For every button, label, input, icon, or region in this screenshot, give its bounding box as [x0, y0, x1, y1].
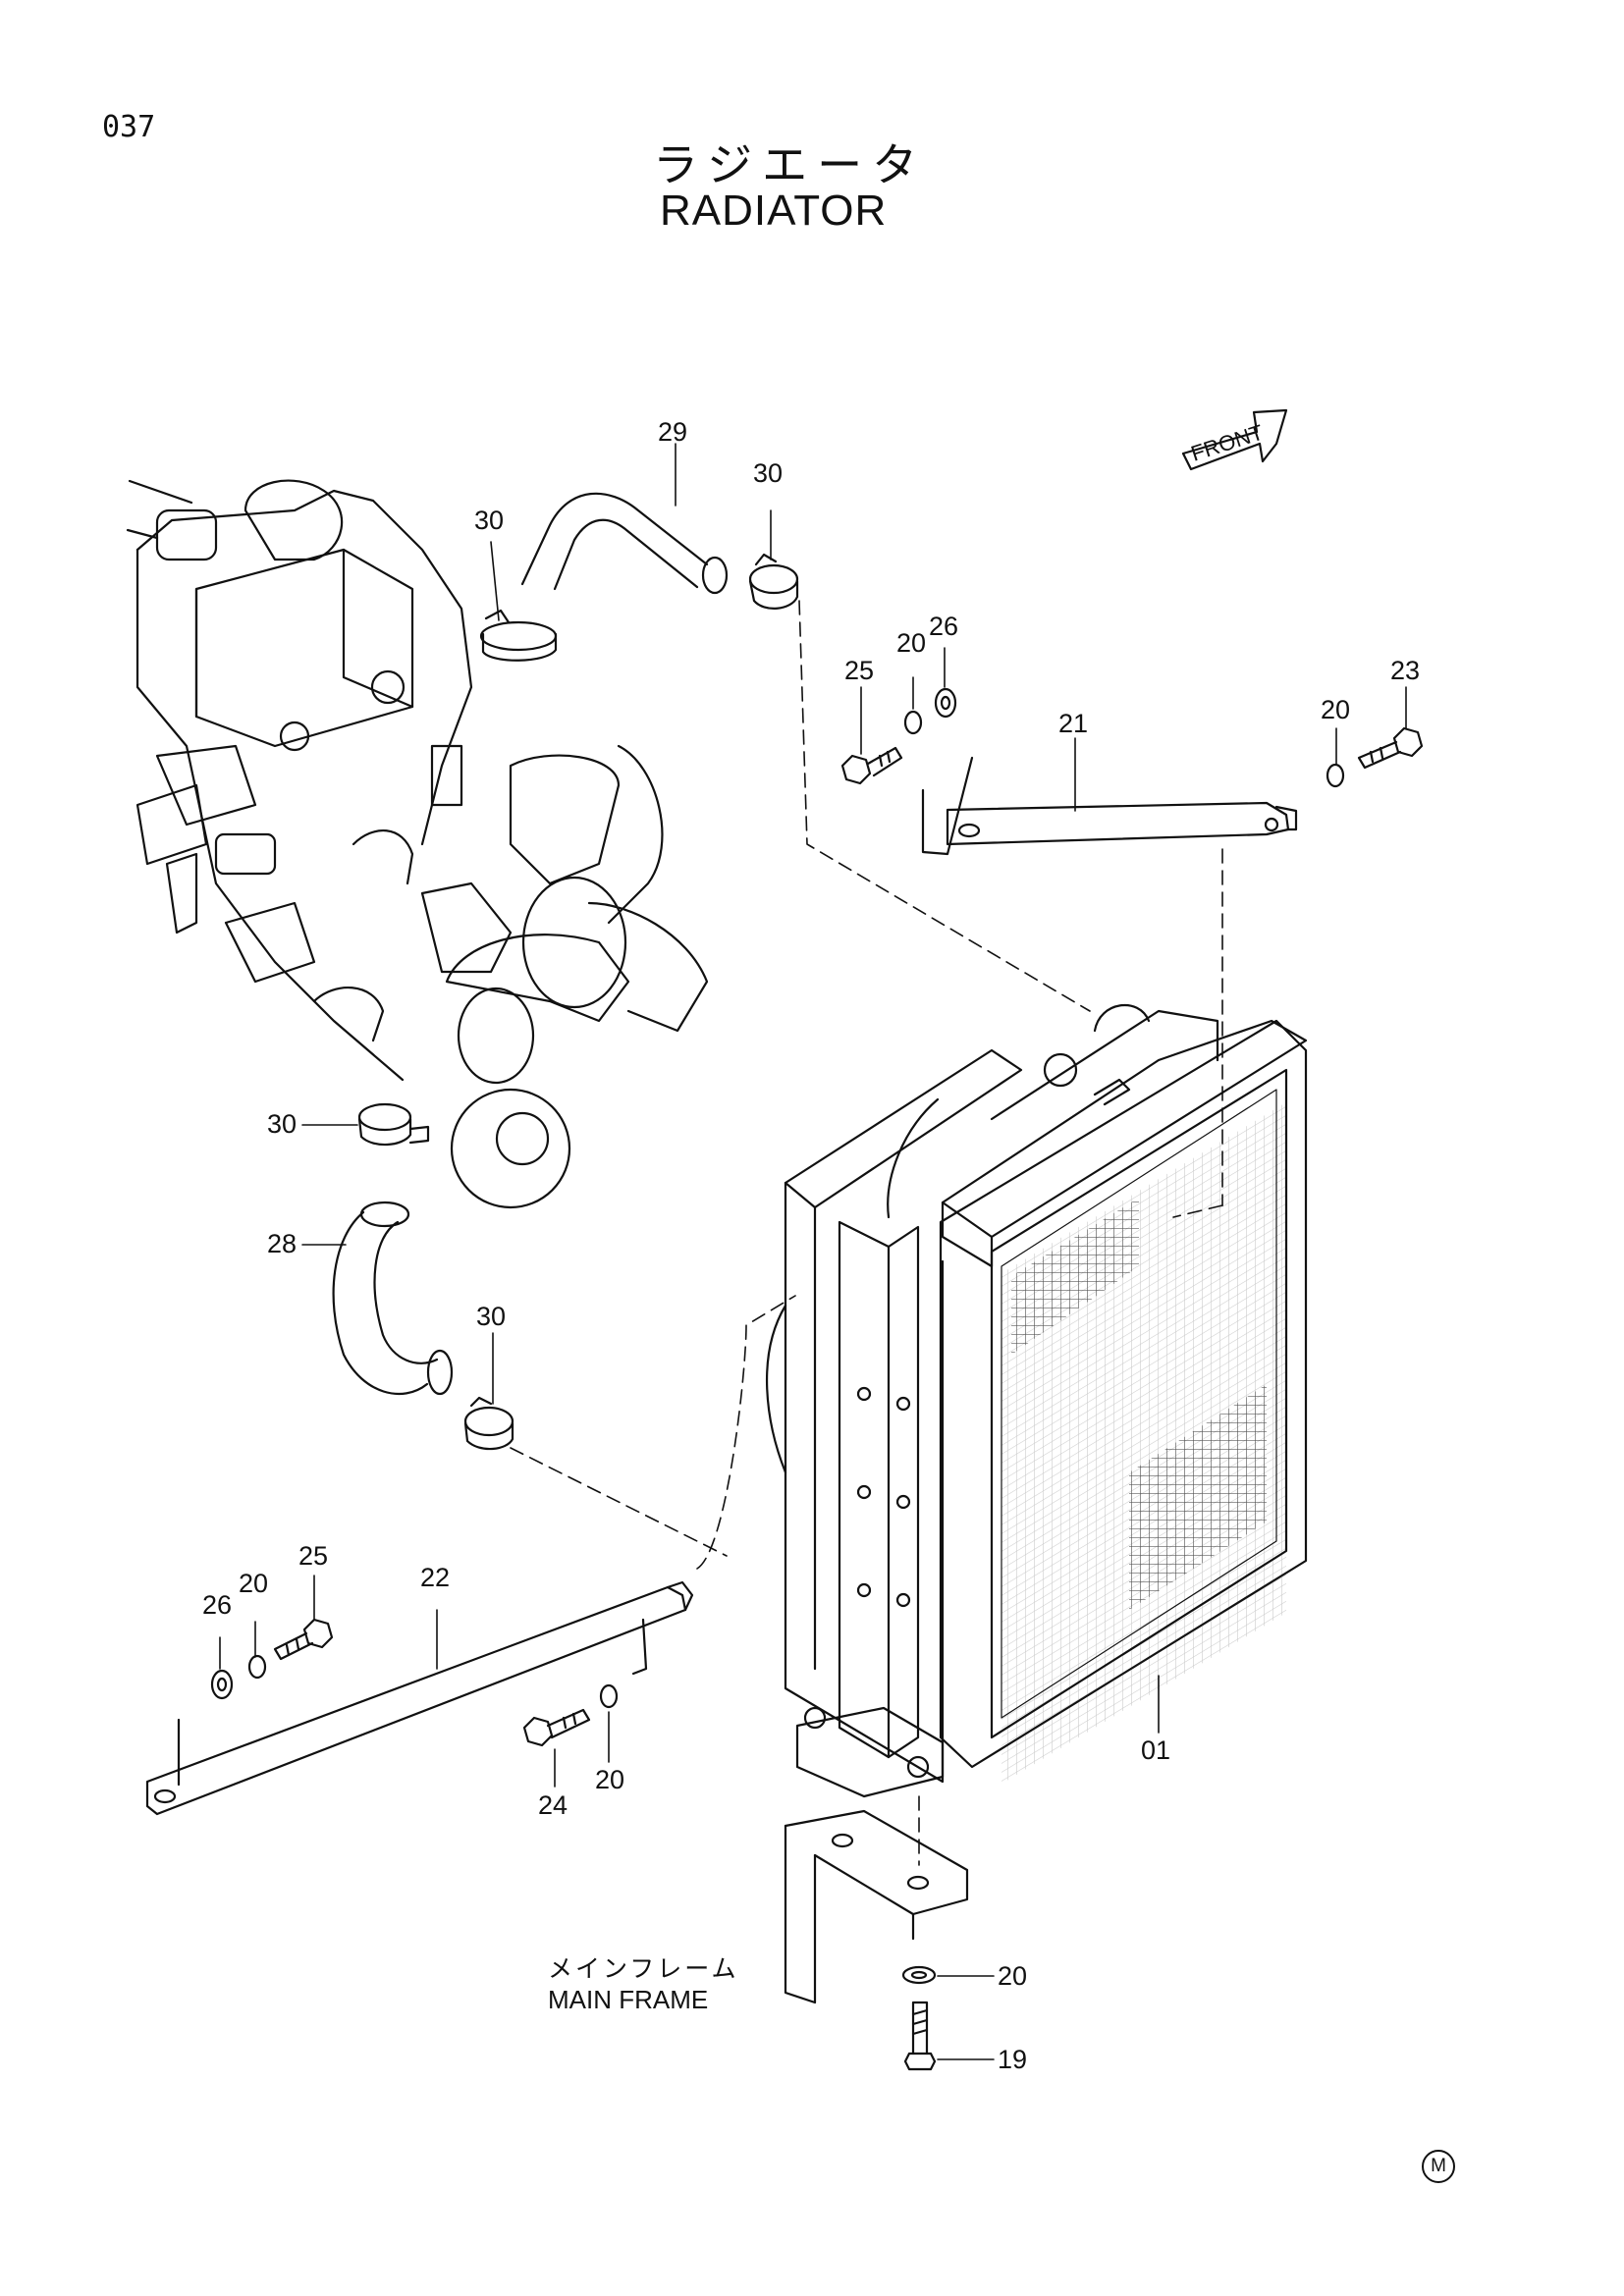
lower-hose-clamp-engine: [357, 1102, 430, 1147]
upper-hose: [520, 492, 729, 595]
upper-hose-clamp-engine: [479, 609, 558, 662]
washer-20-right: [1326, 763, 1345, 788]
page-number: 037: [102, 110, 156, 144]
callout-23: 23: [1390, 656, 1421, 685]
front-direction-arrow: FRONT: [1181, 408, 1288, 471]
callout-20: 20: [1321, 695, 1351, 724]
callout-25: 25: [298, 1541, 329, 1571]
callout-20: 20: [595, 1765, 625, 1794]
washer-26-lower: [210, 1669, 234, 1700]
callout-22: 22: [420, 1563, 451, 1592]
front-label: FRONT: [1188, 420, 1267, 466]
callout-30: 30: [267, 1109, 298, 1139]
washer-20-frame: [901, 1965, 937, 1985]
callout-30: 30: [753, 458, 784, 488]
callout-19: 19: [998, 2045, 1028, 2074]
callout-21: 21: [1058, 709, 1089, 738]
bolt-25-lower: [273, 1618, 334, 1661]
lower-hose-clamp-radiator: [463, 1396, 514, 1451]
callout-29: 29: [658, 417, 688, 447]
main-frame-label: MAIN FRAME: [548, 1985, 709, 2014]
washer-26-upper: [934, 687, 957, 719]
page-title: RADIATOR: [660, 187, 888, 235]
lower-stay-rod: [145, 1580, 694, 1816]
bolt-24: [522, 1708, 591, 1747]
callout-01: 01: [1141, 1735, 1171, 1765]
leader-lines: [219, 443, 1407, 2060]
callout-26: 26: [929, 612, 959, 641]
callout-30: 30: [474, 506, 505, 535]
bolt-25-upper: [840, 746, 903, 785]
washer-20-lower-center: [599, 1683, 619, 1709]
bolt-19: [903, 2001, 937, 2071]
callout-20: 20: [896, 628, 927, 658]
callout-20: 20: [239, 1569, 269, 1598]
callout-25: 25: [844, 656, 875, 685]
washer-20-upper: [903, 710, 923, 735]
radiator-assembly: [766, 1003, 1308, 1798]
page-title-japanese: ラジエータ: [653, 138, 928, 191]
bolt-23: [1357, 726, 1424, 770]
engine-block: [126, 479, 473, 1082]
callout-30: 30: [476, 1302, 507, 1331]
assembly-lines: [510, 600, 1223, 1866]
callout-24: 24: [538, 1790, 568, 1820]
callout-26: 26: [202, 1590, 233, 1620]
corner-mark: M: [1422, 2150, 1455, 2183]
lower-hose: [332, 1201, 454, 1396]
upper-stay-rod: [921, 756, 1298, 856]
upper-hose-clamp-radiator: [748, 553, 799, 610]
main-frame-bracket: [784, 1809, 969, 2004]
callout-28: 28: [267, 1229, 298, 1258]
cooling-fan: [420, 744, 709, 1209]
washer-20-lower-left: [247, 1654, 267, 1680]
callout-20: 20: [998, 1961, 1028, 1991]
main-frame-label-japanese: メインフレーム: [548, 1954, 739, 1983]
